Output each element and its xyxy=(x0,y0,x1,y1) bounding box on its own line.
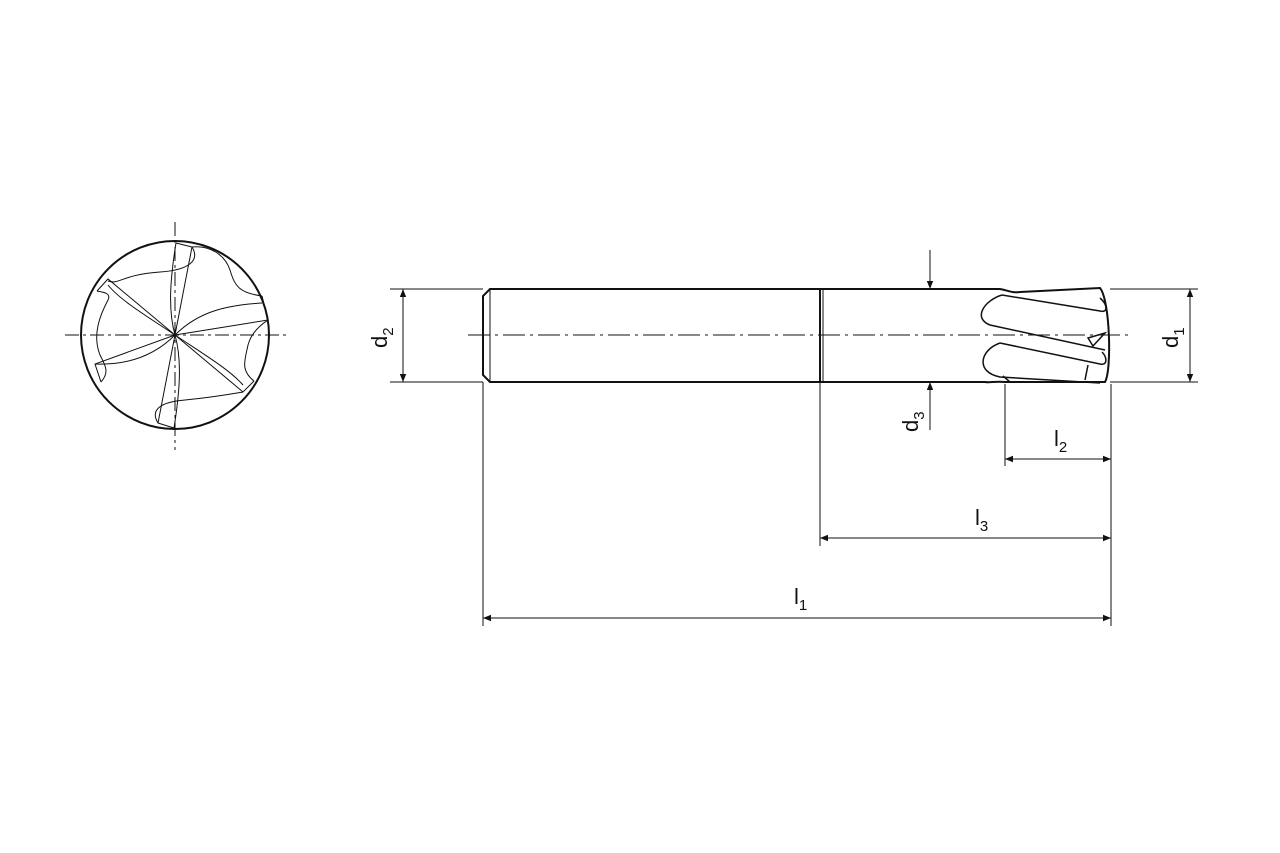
neck-and-head xyxy=(820,286,1111,384)
cutting-flutes xyxy=(980,294,1108,384)
label-l2: l2 xyxy=(1054,426,1067,456)
end-view xyxy=(65,222,290,450)
side-view xyxy=(468,286,1128,384)
label-l3: l3 xyxy=(975,505,988,535)
label-d2: d2 xyxy=(367,327,397,348)
label-d3: d3 xyxy=(898,411,928,432)
end-view-outline xyxy=(80,240,270,430)
label-d1: d1 xyxy=(1158,327,1188,348)
label-l1: l1 xyxy=(794,584,807,614)
end-view-flutes xyxy=(94,242,269,429)
dimensions: d2 d1 d3 l2 l3 l1 xyxy=(367,250,1198,626)
